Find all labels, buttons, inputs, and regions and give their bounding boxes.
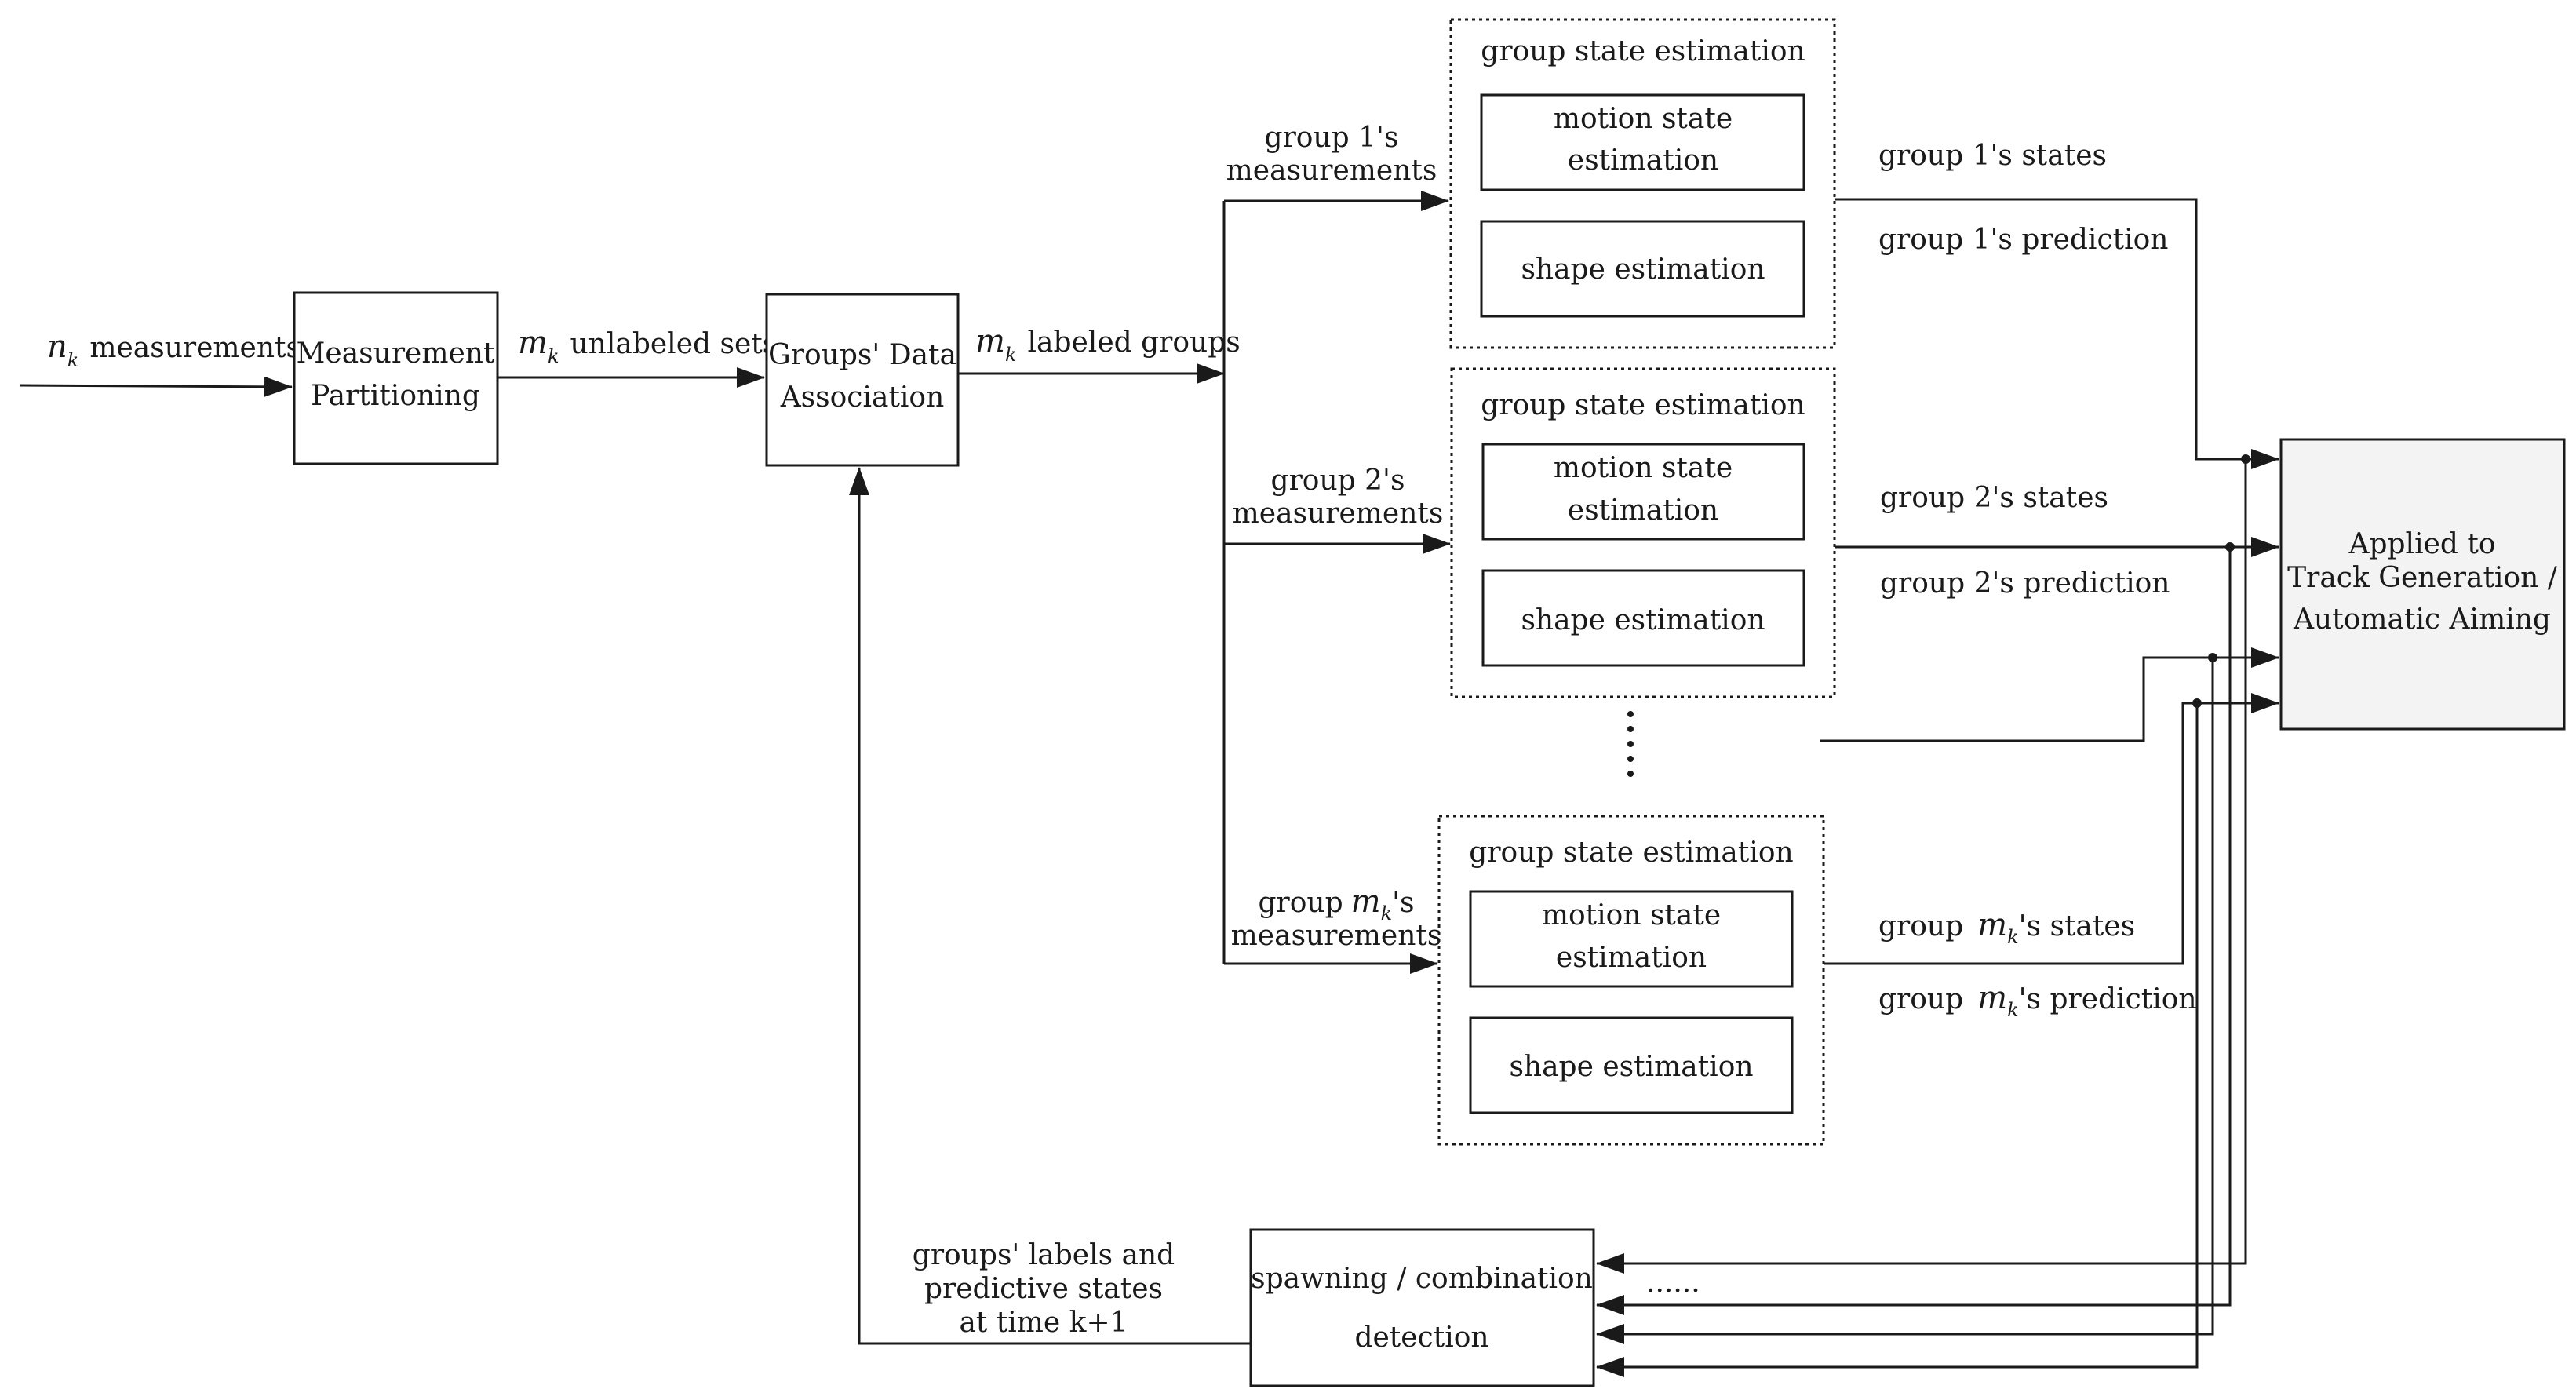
input-arrow — [19, 376, 293, 397]
groups-data-association-label-1: Groups' Data — [768, 339, 956, 371]
group1-motion-label-1: motion state — [1554, 103, 1733, 135]
group2-measurements-label-1: group 2's — [1271, 465, 1405, 497]
measurement-partitioning-block — [293, 291, 499, 465]
applied-label-1: Applied to — [2348, 528, 2495, 560]
group1-measurements-label-1: group 1's — [1265, 122, 1399, 154]
ellipsis-group-output-line — [1820, 647, 2279, 742]
feedback-line-2 — [1596, 547, 2232, 1315]
group2-states-label: group 2's states — [1880, 482, 2108, 514]
applied-label-3: Automatic Aiming — [2293, 603, 2551, 636]
feedback-line-1 — [1596, 459, 2247, 1274]
feedback-line-3 — [1596, 658, 2214, 1344]
groupmk-motion-label-2: estimation — [1556, 942, 1707, 974]
group1-title: group state estimation — [1481, 35, 1805, 67]
group1-shape-box — [1480, 220, 1805, 318]
group2-prediction-label: group 2's prediction — [1880, 567, 2170, 600]
group2-shape-label: shape estimation — [1521, 604, 1765, 636]
feedback-label-1: groups' labels and — [913, 1239, 1175, 1271]
measurement-partitioning-label-1: Measurement — [297, 337, 495, 370]
group2-motion-label-2: estimation — [1568, 494, 1718, 527]
applied-block — [2279, 438, 2566, 731]
group1-estimation-block — [1449, 18, 1836, 349]
vertical-ellipsis — [1627, 711, 1634, 777]
group1-states-label: group 1's states — [1878, 140, 2107, 172]
group2-motion-box — [1481, 443, 1805, 541]
group1-output-line — [1835, 198, 2279, 469]
groupmk-estimation-block — [1437, 815, 1825, 1146]
applied-label-2: Track Generation / — [2287, 562, 2558, 594]
group1-motion-box — [1480, 93, 1805, 191]
group1-measurements-label-2: measurements — [1226, 155, 1437, 187]
measurement-partitioning-label-2: Partitioning — [311, 380, 480, 412]
group2-shape-box — [1481, 569, 1805, 667]
group2-measurements-label-2: measurements — [1233, 498, 1444, 530]
groupmk-measurements-label-2: measurements — [1231, 920, 1442, 952]
spawning-detection-block — [1249, 1228, 1595, 1387]
groups-data-association-block — [765, 293, 960, 467]
feedback-label-3: at time k+1 — [959, 1307, 1128, 1339]
groupmk-shape-box — [1469, 1016, 1794, 1114]
group2-motion-label-1: motion state — [1554, 452, 1733, 484]
group1-prediction-label: group 1's prediction — [1878, 224, 2168, 256]
group1-motion-label-2: estimation — [1568, 144, 1718, 177]
groups-data-association-label-2: Association — [780, 381, 945, 414]
spawning-label-1: spawning / combination — [1251, 1263, 1593, 1295]
feedback-line-4 — [1596, 703, 2199, 1377]
spawning-label-2: detection — [1354, 1322, 1488, 1354]
group2-estimation-block — [1450, 367, 1836, 698]
groupmk-title: group state estimation — [1469, 837, 1793, 869]
feedback-ellipsis: ...... — [1646, 1267, 1700, 1299]
feedback-label-2: predictive states — [924, 1273, 1163, 1305]
junction-dots — [2192, 454, 2250, 708]
group1-shape-label: shape estimation — [1521, 253, 1765, 286]
group2-title: group state estimation — [1481, 389, 1805, 421]
groupmk-shape-label: shape estimation — [1509, 1051, 1753, 1083]
feedback-to-association-line — [849, 467, 1251, 1345]
groupmk-motion-label-1: motion state — [1542, 899, 1721, 932]
groupmk-motion-box — [1469, 890, 1794, 988]
